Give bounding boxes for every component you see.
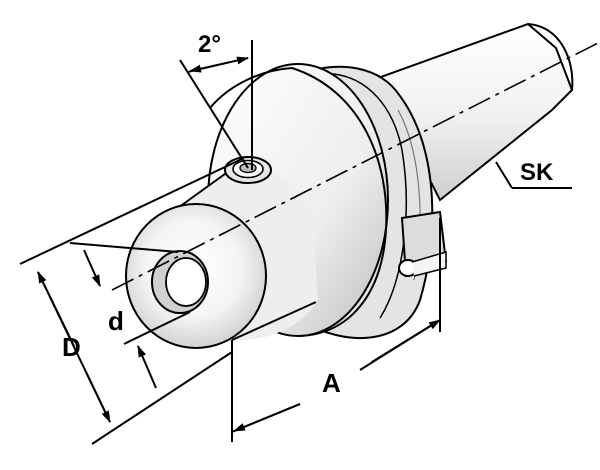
bore-diameter-dimension <box>69 242 191 389</box>
bore-diameter-label: d <box>108 306 124 336</box>
taper-leader <box>495 161 572 189</box>
taper-label: SK <box>520 159 554 186</box>
center-axis <box>111 41 600 291</box>
angle-dimension <box>179 40 253 170</box>
outer-diameter-label: D <box>62 332 81 362</box>
length-label: A <box>322 368 341 398</box>
angle-label: 2° <box>198 31 221 58</box>
set-screw <box>224 156 272 184</box>
nose-cylinder <box>125 165 318 349</box>
length-dimension <box>231 218 441 442</box>
outer-diameter-dimension <box>19 157 245 445</box>
